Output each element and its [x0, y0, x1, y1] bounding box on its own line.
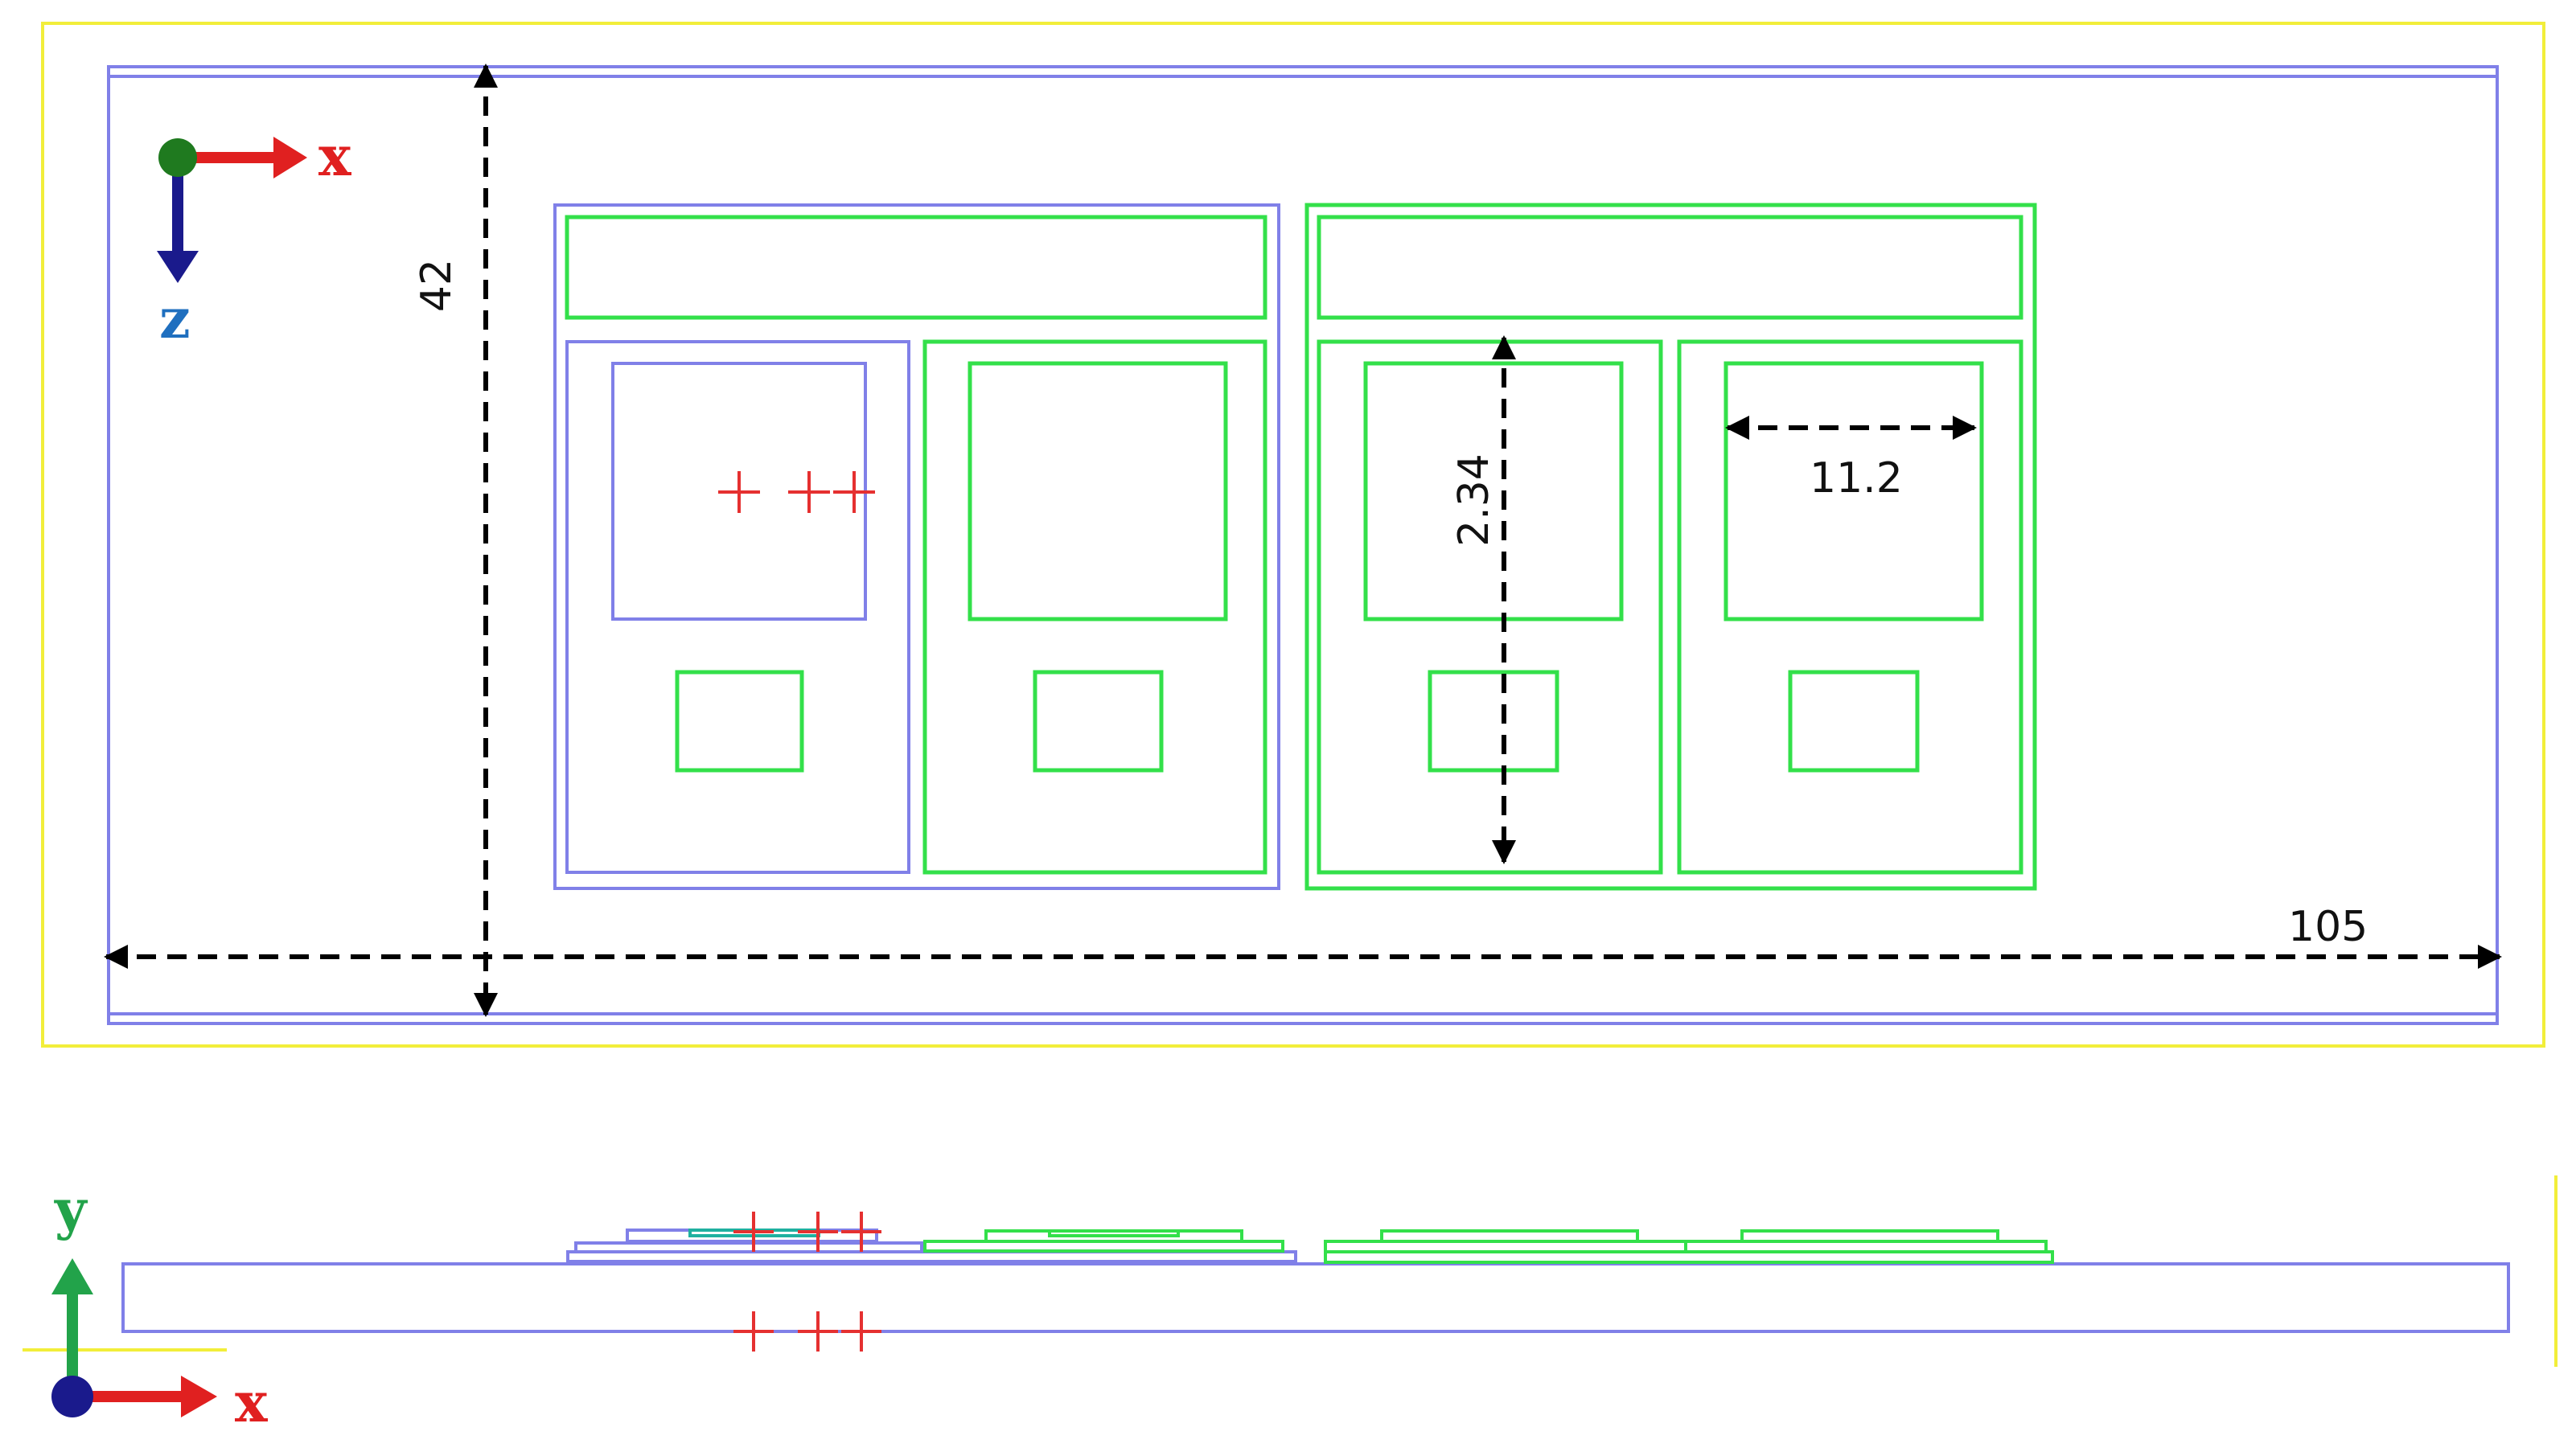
top-view-axis-triad: x z: [157, 125, 351, 351]
right-module-cell-1: [1317, 339, 1663, 875]
left-module-top-bar: [565, 215, 1267, 320]
side-view-left-stack: [566, 1229, 1297, 1263]
dim-label-inner-height: 2.34: [1450, 453, 1498, 547]
top-view-substrate: [107, 65, 2499, 1025]
top-view-frame: [41, 22, 2545, 1048]
axis-label-y: y: [54, 1178, 88, 1242]
x-arrow-icon: [273, 137, 307, 178]
dim-label-width: 105: [2288, 903, 2368, 951]
left-module: [553, 203, 1280, 890]
right-module-top-bar: [1317, 215, 2023, 320]
y-arrow-icon: [51, 1258, 93, 1294]
dim-label-height: 42: [413, 259, 461, 312]
right-module: [1304, 203, 2037, 891]
axis-label-x: x: [318, 125, 351, 189]
axis-label-x-side: x: [235, 1371, 268, 1435]
left-module-cell-2: [922, 339, 1267, 875]
right-module-cell-1-pad: [1428, 670, 1559, 773]
left-module-cell-1-pad: [675, 670, 804, 773]
right-module-cell-2-window: [1723, 361, 1984, 621]
dim-label-inner-width: 11.2: [1810, 454, 1903, 502]
y-axis-origin-icon: [158, 138, 197, 177]
side-view-right-stack: [1324, 1229, 2054, 1264]
top-view-markers: [718, 471, 875, 513]
left-module-cell-2-window: [968, 361, 1228, 621]
z-axis-origin-icon: [51, 1376, 93, 1417]
left-module-cell-1: [565, 340, 910, 874]
right-module-cell-2-pad: [1788, 670, 1920, 773]
side-view-markers: [733, 1212, 881, 1352]
dimension-lines: [104, 64, 2502, 1017]
side-view-substrate: [121, 1262, 2510, 1333]
axis-label-z: z: [159, 287, 191, 351]
z-arrow-icon: [157, 251, 199, 283]
left-module-cell-2-pad: [1033, 670, 1164, 773]
x-arrow-icon: [181, 1376, 217, 1417]
side-view-axis-triad: y x: [51, 1178, 268, 1435]
right-module-cell-2: [1677, 339, 2023, 875]
side-view-frame-fragments: [23, 1175, 2558, 1367]
